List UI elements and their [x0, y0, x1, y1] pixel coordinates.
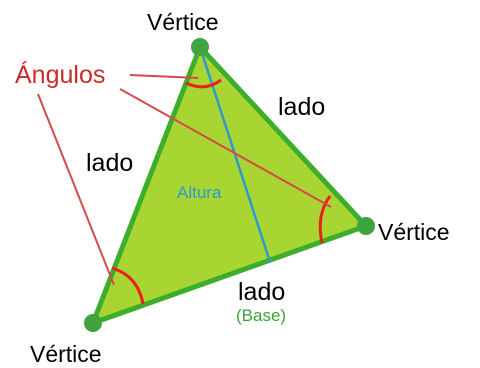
side-label-right: lado	[278, 93, 326, 121]
angles-label: Ángulos	[15, 61, 106, 89]
vertex-label-left: Vértice	[30, 341, 102, 367]
vertex-label-right: Vértice	[378, 219, 450, 245]
angle-pointer-right	[119, 88, 332, 208]
vertex-dot-right	[357, 217, 375, 235]
angle-pointer-top	[129, 74, 199, 79]
vertex-dot-left	[84, 314, 102, 332]
vertex-dot-top	[191, 38, 209, 56]
triangle	[90, 44, 369, 326]
vertex-label-top: Vértice	[147, 9, 219, 35]
angle-mark-right	[318, 195, 332, 244]
angle-mark-left	[111, 266, 145, 305]
side-label-bottom: lado	[238, 278, 286, 306]
height-label: Altura	[177, 183, 222, 202]
side-label-left: lado	[86, 149, 134, 177]
height-line	[198, 46, 272, 263]
angle-pointer-left	[37, 93, 115, 286]
angle-mark-top	[185, 78, 222, 89]
base-label: (Base)	[236, 306, 287, 325]
